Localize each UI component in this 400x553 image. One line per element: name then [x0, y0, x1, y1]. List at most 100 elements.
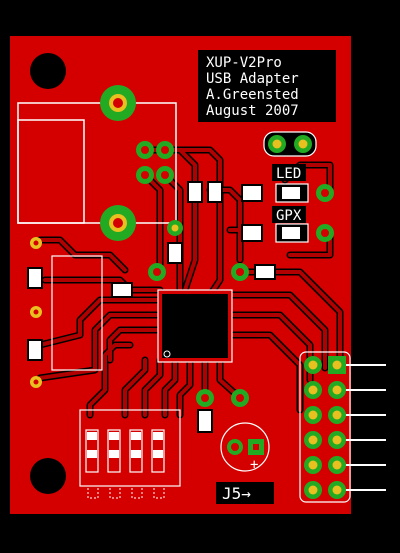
header-pad-ring — [308, 460, 318, 470]
led-resistor — [241, 184, 263, 202]
usb-controller-chip — [157, 289, 233, 363]
usb-pad-hole — [161, 171, 169, 179]
header-pad-ring — [332, 435, 342, 445]
via-hole — [236, 394, 244, 402]
capacitor-pad-hole-square — [253, 444, 259, 450]
usb-pad-hole — [141, 171, 149, 179]
board-label-line1: XUP-V2Pro — [206, 55, 282, 71]
usb-connector — [17, 85, 177, 241]
chip-body — [162, 294, 228, 358]
connector-pad — [153, 432, 163, 440]
test-pad-hole — [33, 379, 39, 385]
gpx-via-hole — [321, 229, 329, 237]
connector-tab — [153, 485, 165, 499]
gpx-indicator: GPX — [241, 206, 334, 243]
jumper-pad-ring — [272, 139, 282, 149]
via-hole — [201, 394, 209, 402]
bottom-connector-outline — [79, 409, 181, 487]
smd-components — [27, 181, 276, 433]
via-hole — [153, 268, 161, 276]
pin-header-pads — [304, 356, 346, 499]
usb-pad-hole — [161, 146, 169, 154]
smd-resistor — [27, 267, 43, 289]
board-label: XUP-V2Pro USB Adapter A.Greensted August… — [198, 50, 336, 122]
connector-pin — [151, 429, 165, 473]
header-pad-ring — [332, 360, 342, 370]
board-label-box — [198, 50, 336, 122]
header-pad-ring — [308, 385, 318, 395]
smd-resistor — [197, 409, 213, 433]
capacitor-pad-hole — [231, 443, 239, 451]
led-pad — [282, 187, 300, 199]
gpx-label: GPX — [276, 208, 302, 224]
header-pad-ring — [308, 360, 318, 370]
connector-pad — [109, 450, 119, 458]
gpx-pad — [282, 227, 300, 239]
bottom-connector — [79, 409, 181, 499]
usb-shield-hole-bottom — [113, 218, 123, 228]
chip-pin1-marker — [163, 350, 171, 358]
pin-header-outline — [299, 351, 351, 503]
led-label-box — [272, 164, 306, 181]
header-pad-ring — [308, 435, 318, 445]
usb-pad-hole — [141, 146, 149, 154]
board-label-line2: USB Adapter — [206, 71, 299, 87]
gpx-label-box — [272, 206, 306, 223]
connector-label-box — [216, 482, 274, 504]
connector-tab — [109, 485, 121, 499]
connector-pad — [87, 450, 97, 458]
connector-pad — [153, 450, 163, 458]
connector-pad — [131, 432, 141, 440]
left-test-pads — [30, 237, 42, 388]
jumper-header — [263, 131, 317, 157]
board-label-line4: August 2007 — [206, 103, 299, 119]
smd-capacitor — [207, 181, 223, 203]
via-ring — [171, 224, 179, 232]
connector-pin — [129, 429, 143, 473]
smd-capacitor — [167, 242, 183, 264]
usb-connector-inner — [17, 119, 85, 224]
mounting-hole-bottom-left — [30, 458, 66, 494]
usb-signal-pads — [136, 141, 174, 184]
led-label: LED — [276, 166, 301, 182]
mounting-hole-top-left — [30, 53, 66, 89]
jumper-pad-ring — [298, 139, 308, 149]
connector-pin — [107, 429, 121, 473]
connector-pin — [85, 429, 99, 473]
header-pad-ring — [308, 410, 318, 420]
capacitor-polarity-mark: + — [250, 457, 258, 473]
connector-pad — [131, 450, 141, 458]
capacitor-outline — [220, 422, 270, 472]
header-pad-ring — [332, 410, 342, 420]
smd-capacitor — [187, 181, 203, 203]
header-pad-ring — [308, 485, 318, 495]
led-indicator: LED — [241, 164, 334, 203]
smd-resistor — [27, 339, 43, 361]
pin-header-j5 — [299, 351, 386, 503]
gpx-resistor — [241, 224, 263, 242]
header-pad-ring — [332, 385, 342, 395]
pin-header-leads — [340, 364, 386, 491]
smd-resistor — [254, 264, 276, 280]
header-pad-ring — [332, 485, 342, 495]
connector-label: J5→ — [216, 482, 274, 504]
bottom-connector-pins — [85, 429, 165, 473]
vias — [148, 220, 249, 407]
bottom-connector-pads — [87, 432, 163, 458]
test-pad-hole — [33, 240, 39, 246]
connector-pad — [109, 432, 119, 440]
connector-tab — [87, 485, 99, 499]
bottom-connector-tabs — [87, 485, 165, 499]
via-hole — [236, 268, 244, 276]
connector-pad — [87, 432, 97, 440]
usb-shield-hole-top — [113, 98, 123, 108]
test-pad-hole — [33, 309, 39, 315]
connector-label-text: J5→ — [222, 484, 251, 503]
copper-traces — [36, 146, 344, 419]
connector-tab — [131, 485, 143, 499]
led-via-hole — [321, 189, 329, 197]
smd-resistor — [111, 282, 133, 298]
crystal-outline — [51, 255, 103, 371]
header-pad-ring — [332, 460, 342, 470]
